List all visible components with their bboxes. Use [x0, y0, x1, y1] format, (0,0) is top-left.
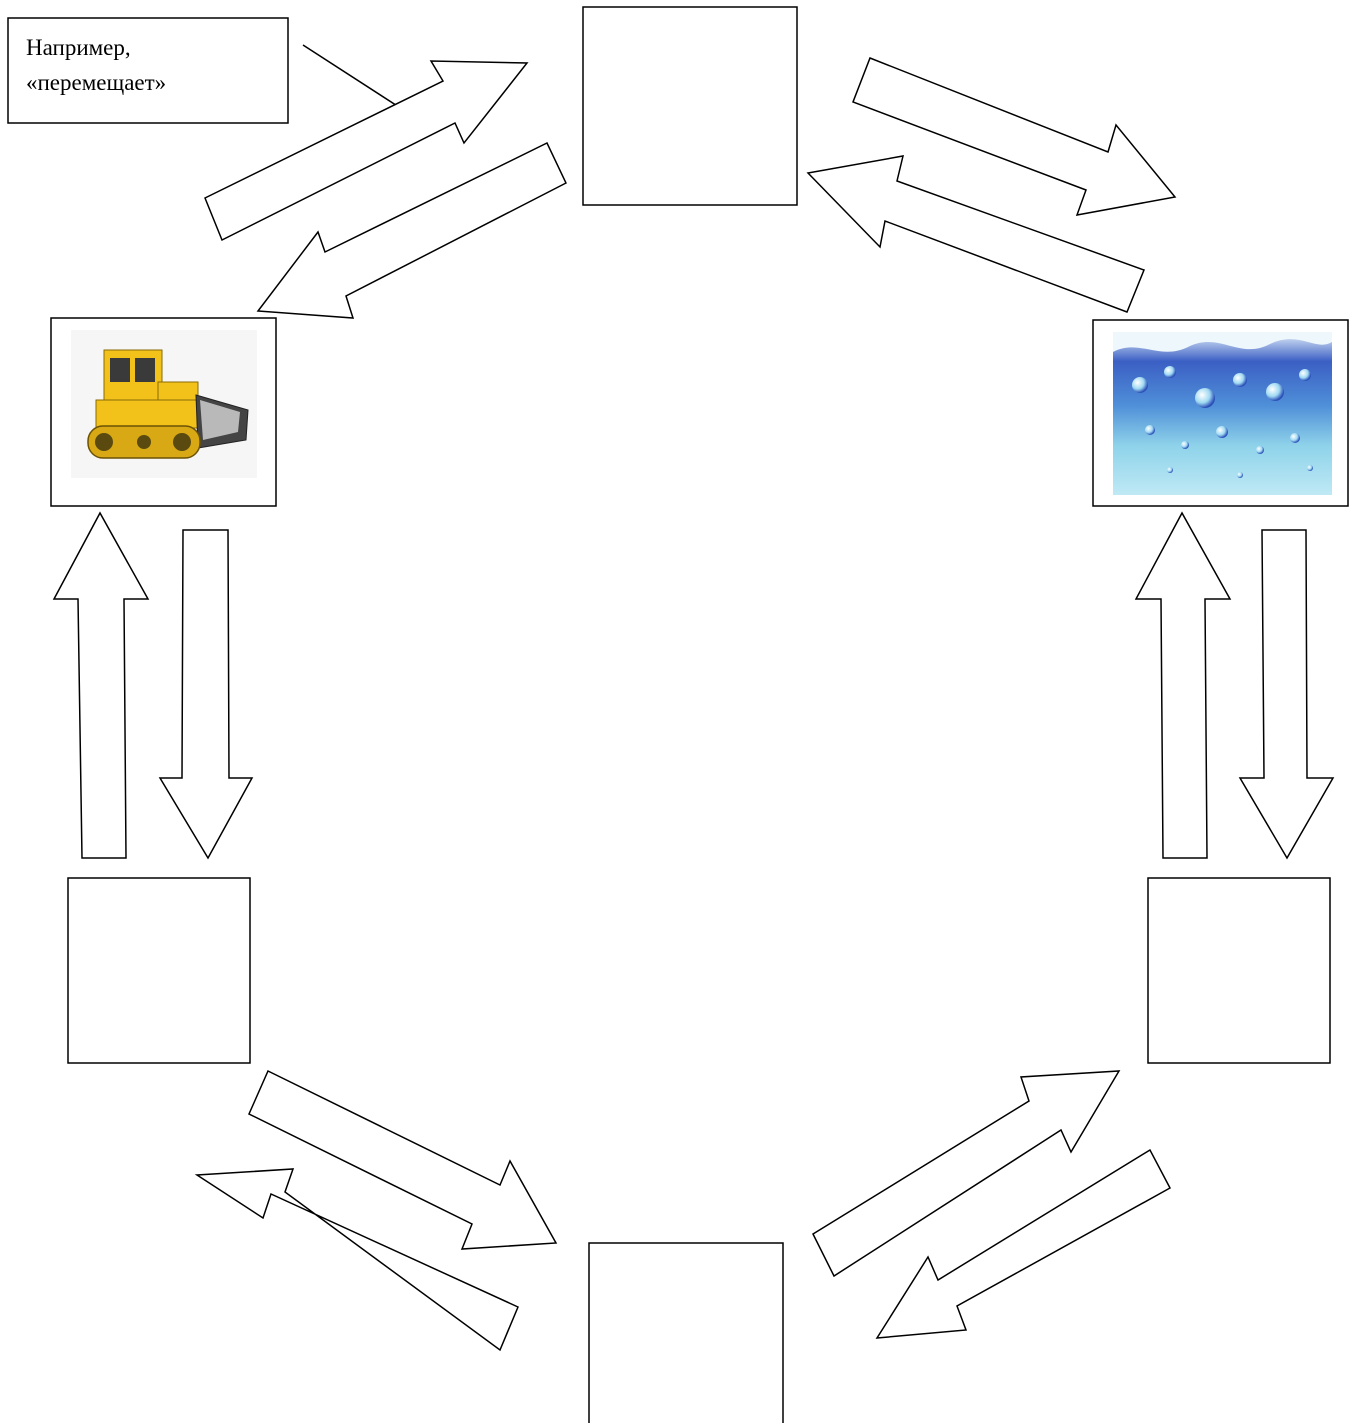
arrow-from-water-to-top	[806, 155, 1145, 313]
arrow-up-to-water	[1134, 511, 1232, 859]
callout-text: Например, «перемещает»	[26, 35, 167, 95]
node-box-left-lower[interactable]	[67, 877, 251, 1064]
arrow-to-left-lower	[194, 1168, 519, 1352]
arrow-to-bulldozer	[256, 141, 567, 319]
arrow-to-right-lower	[812, 1070, 1121, 1278]
node-box-top[interactable]	[582, 6, 798, 206]
callout-box	[7, 17, 289, 124]
arrow-to-water	[852, 57, 1177, 216]
arrow-up-to-bulldozer	[52, 511, 150, 859]
arrow-to-top	[204, 60, 529, 242]
water-bubbles-icon	[1113, 332, 1332, 495]
arrow-down-from-water	[1238, 529, 1335, 860]
node-box-bottom[interactable]	[588, 1242, 784, 1428]
bulldozer-icon	[71, 330, 257, 478]
arrow-down-from-bulldozer	[158, 529, 254, 860]
arrow-to-bottom	[248, 1069, 558, 1250]
callout-pointer	[302, 44, 403, 110]
node-box-right-lower[interactable]	[1147, 877, 1331, 1064]
arrow-to-bottom-from-right	[875, 1148, 1172, 1339]
